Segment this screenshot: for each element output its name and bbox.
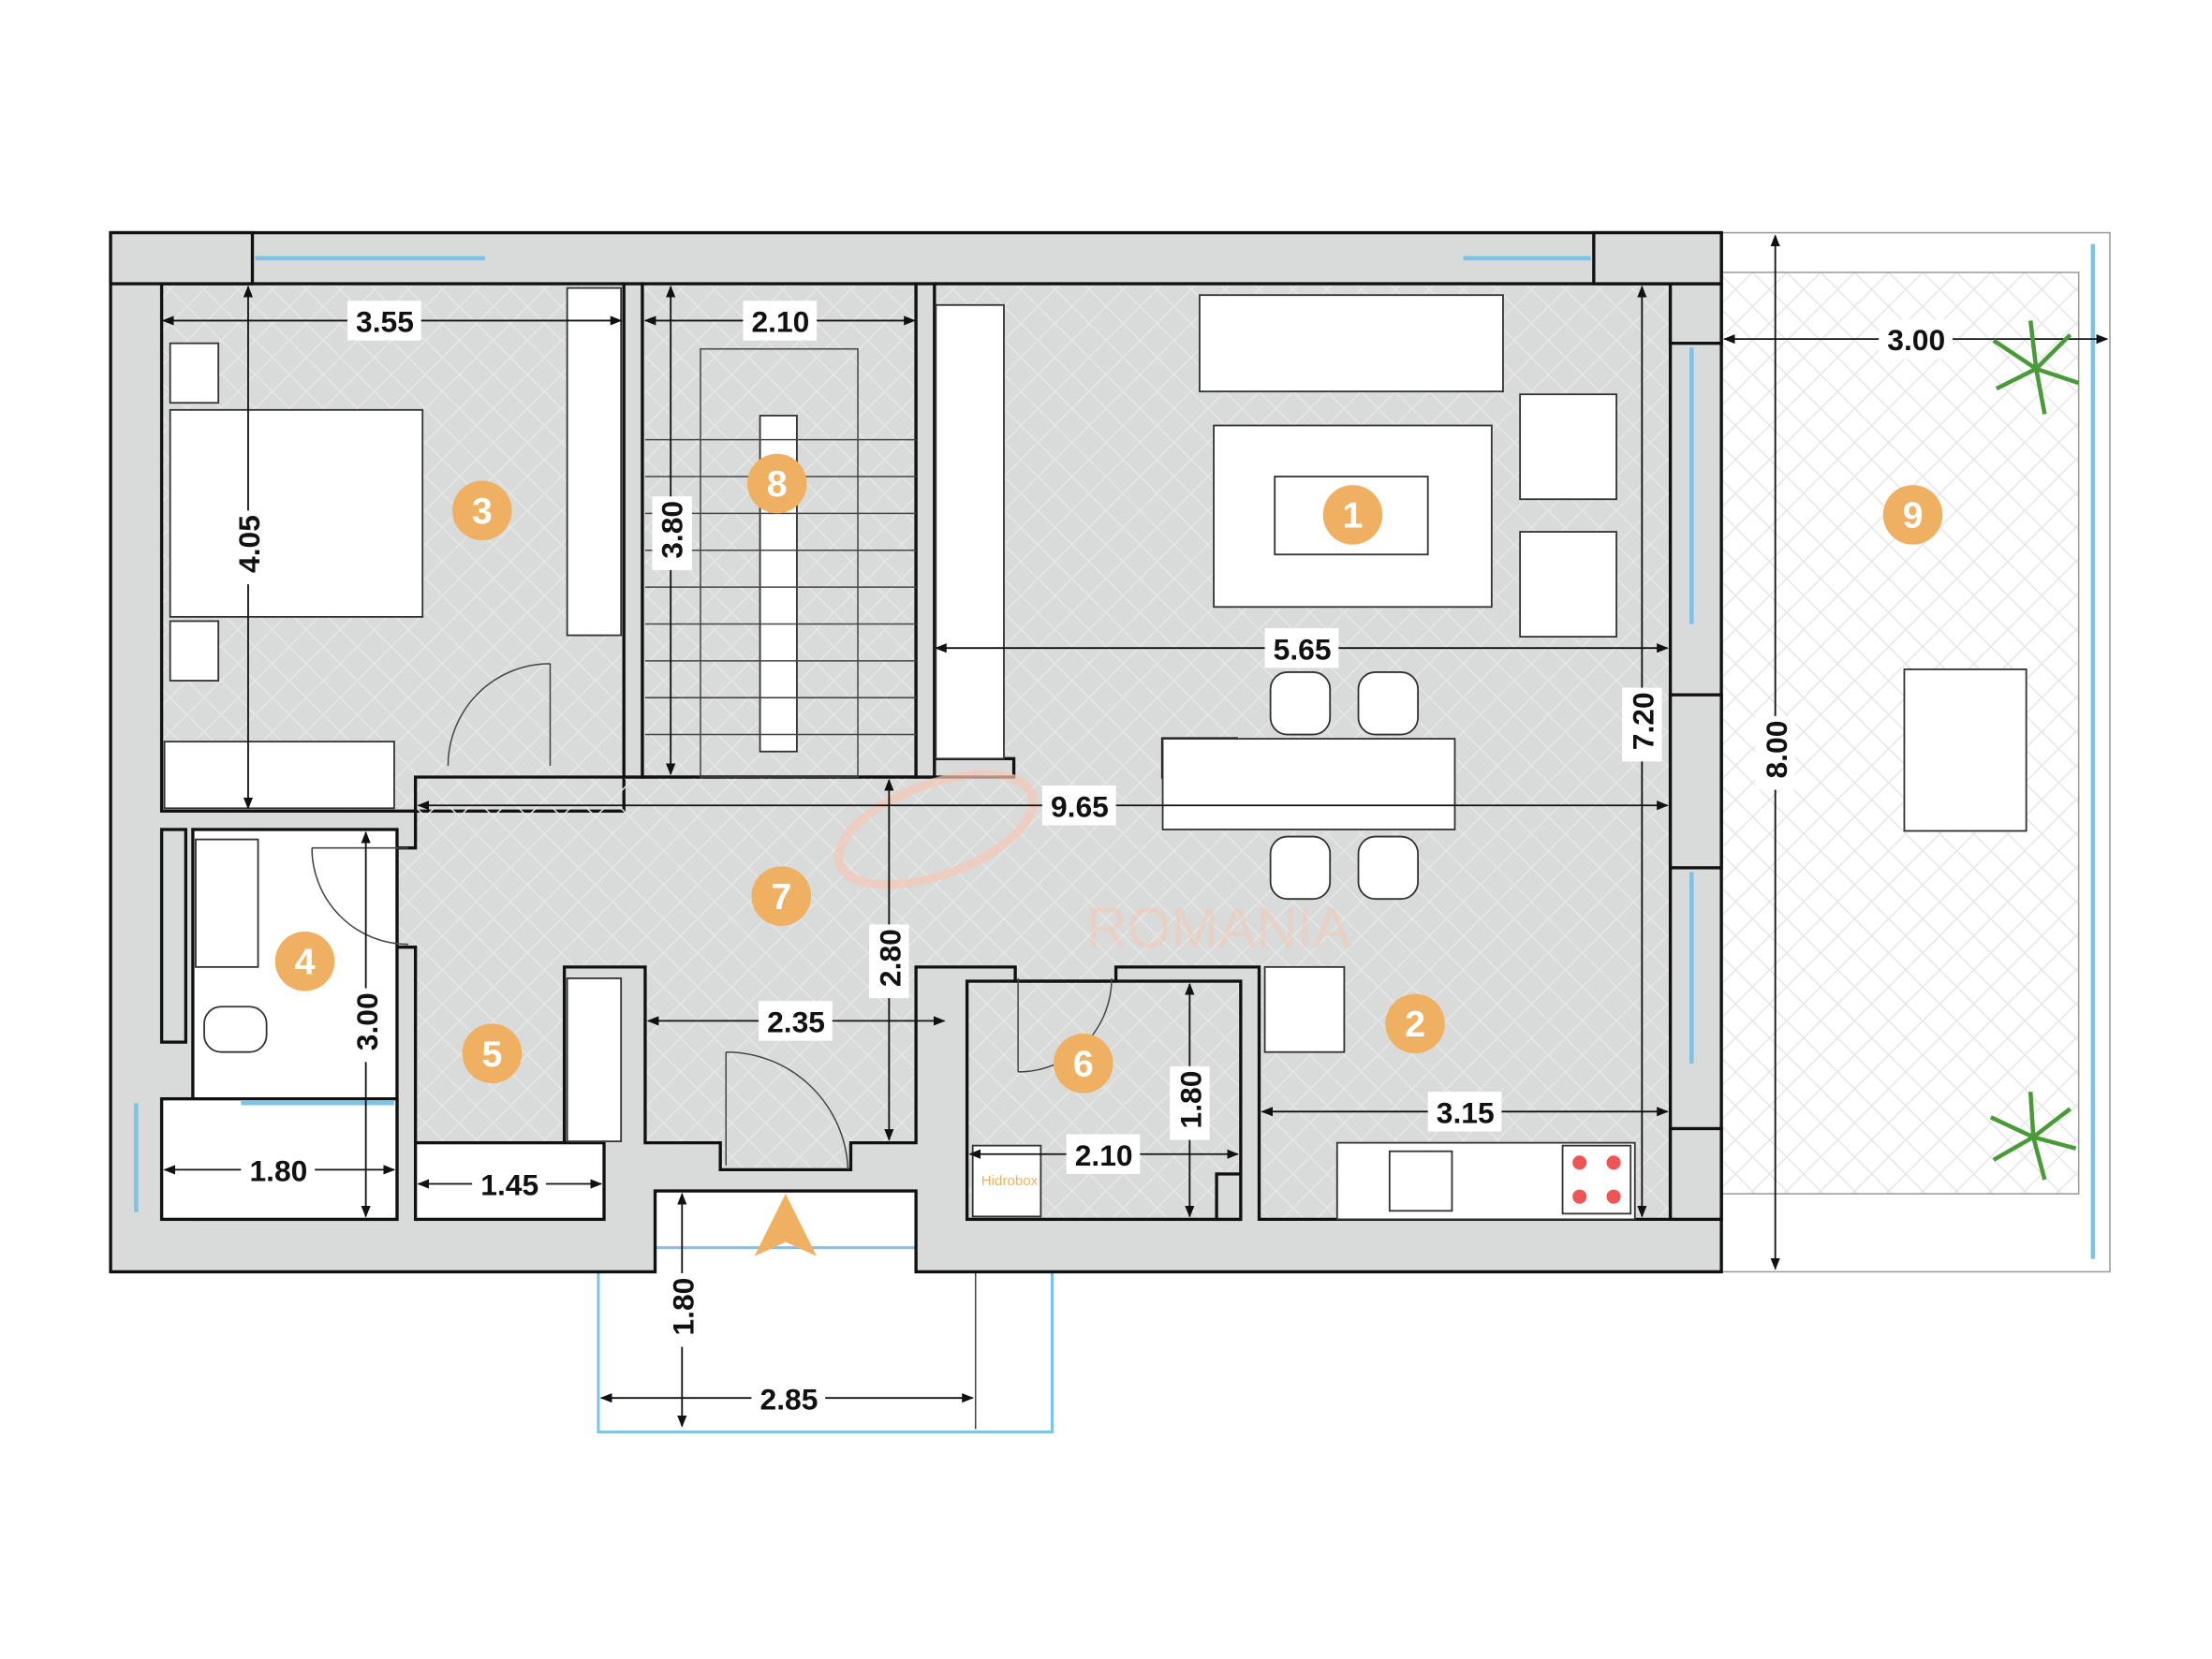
dim-stair-width: 2.10 [751,305,809,339]
dim-utility-width: 2.10 [1075,1138,1133,1172]
tv-unit [935,303,1005,760]
room-badge-4: 4 [274,932,335,991]
svg-text:9: 9 [1903,494,1924,536]
stove [1561,1144,1632,1215]
svg-text:2: 2 [1405,1004,1425,1045]
svg-text:7: 7 [771,876,791,918]
hidrobox-label: Hidrobox [981,1173,1039,1189]
room-badge-2: 2 [1385,993,1445,1054]
dim-porch-depth: 1.80 [666,1278,700,1336]
closet [566,977,623,1143]
room-badge-3: 3 [451,480,512,541]
room-badge-9: 9 [1882,485,1943,545]
dim-bath-depth: 3.00 [350,992,384,1050]
sink [1388,1150,1453,1212]
dining-table [1903,668,2028,832]
dim-living-depth: 7.20 [1626,692,1659,750]
bar-stool [1269,671,1332,736]
nightstand [169,342,220,404]
windows [134,256,1694,1212]
dim-terrace-width: 3.00 [1887,323,1945,357]
svg-text:8: 8 [767,463,788,505]
dim-porch-width: 2.85 [760,1382,818,1416]
room-badge-5: 5 [462,1023,523,1084]
washbasin [195,838,259,968]
dim-bath-width: 1.80 [249,1153,307,1187]
dresser [163,741,395,810]
armchair [1519,393,1617,501]
room-badge-6: 6 [1053,1034,1113,1094]
armchair [1519,531,1617,638]
svg-text:6: 6 [1073,1043,1094,1084]
dim-utility-depth: 1.80 [1173,1071,1207,1129]
doors [311,663,1113,1170]
svg-text:1: 1 [1343,494,1364,536]
dim-living-width: 5.65 [1274,632,1332,666]
dim-total-width: 9.65 [1051,789,1109,823]
dim-hall-depth: 2.80 [873,929,907,987]
watermark-text: ROMANIA [1086,896,1351,960]
watermark: ROMANIA [833,770,1351,960]
room-badge-7: 7 [751,866,812,926]
wardrobe [566,286,623,637]
sofa [1199,294,1504,393]
dim-bedroom-depth: 4.05 [232,515,266,573]
bar-stool [1269,835,1332,901]
dim-bedroom-width: 3.55 [356,305,414,339]
dimension-labels: 3.55 2.10 4.05 3.80 5.65 7.20 8.00 3.00 … [229,301,1953,1418]
room-badge-1: 1 [1322,485,1383,545]
stairs [644,347,917,778]
dim-stair-depth: 3.80 [655,501,688,559]
bar-stool [1357,835,1420,901]
plant-icon [1992,320,2080,415]
svg-text:3: 3 [472,491,493,532]
interior-walls [109,230,1723,1222]
dim-kitchen-width: 3.15 [1437,1095,1495,1129]
dim-entry-width: 2.35 [767,1006,825,1039]
bar-stool [1357,671,1420,736]
room-badge-8: 8 [746,453,807,514]
bed [169,408,424,618]
kitchen-island [1161,738,1456,830]
dim-terrace-depth: 8.00 [1760,721,1793,779]
entrance-arrow-icon [754,1194,818,1256]
svg-text:4: 4 [295,941,316,982]
nightstand [169,620,220,682]
plant-icon [1989,1091,2077,1181]
svg-text:5: 5 [481,1034,502,1075]
furniture: Hidrobox [163,286,2028,1221]
fridge [1263,965,1346,1053]
dim-closet-width: 1.45 [480,1168,538,1202]
toilet [203,1006,268,1053]
